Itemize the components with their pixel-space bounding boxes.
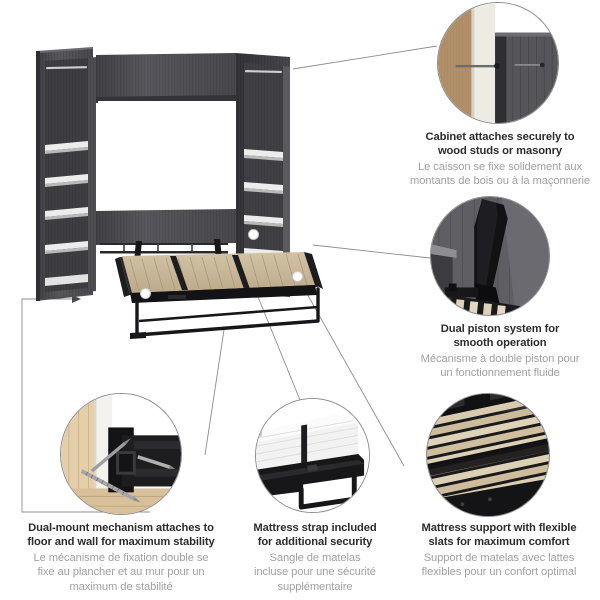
caption-en-slats: Mattress support with flexible slats for… [421,522,577,549]
product-illustration [36,47,323,339]
callout-text-mattress-strap: Mattress strap included for additional s… [232,521,398,595]
callout-dot-slats[interactable] [292,271,303,282]
callout-dot-cabinet-top[interactable] [248,229,259,240]
caption-fr-mount: Le mécanisme de fixation double se fixe … [33,551,209,593]
callout-text-dual-mount: Dual-mount mechanism attaches to floor a… [8,521,234,595]
caption-en-mount: Dual-mount mechanism attaches to floor a… [27,522,215,549]
inset-mattress-strap [255,398,370,513]
caption-en-strap: Mattress strap included for additional s… [253,522,377,549]
caption-en-piston: Dual piston system for smooth operation [440,323,560,350]
callout-text-dual-piston: Dual piston system for smooth operation … [400,322,600,381]
caption-fr-slats: Support de matelas avec lattes flexibles… [421,551,577,579]
callout-dot-frame[interactable] [140,288,151,299]
caption-fr-piston: Mécanisme à double piston pour un foncti… [420,352,580,380]
callout-text-flexible-slats: Mattress support with flexible slats for… [400,521,598,580]
callout-text-cabinet-attachment: Cabinet attaches securely to wood studs … [400,130,600,189]
caption-fr-cabinet: Le caisson se fixe solidement aux montan… [410,160,590,188]
inset-dual-mount [60,393,182,515]
caption-fr-strap: Sangle de matelas incluse pour une sécur… [254,551,376,593]
inset-cabinet-wall-mount [437,2,559,124]
caption-en-cabinet: Cabinet attaches securely to wood studs … [425,131,575,158]
inset-flexible-slats [426,393,550,517]
inset-dual-piston [430,196,550,316]
